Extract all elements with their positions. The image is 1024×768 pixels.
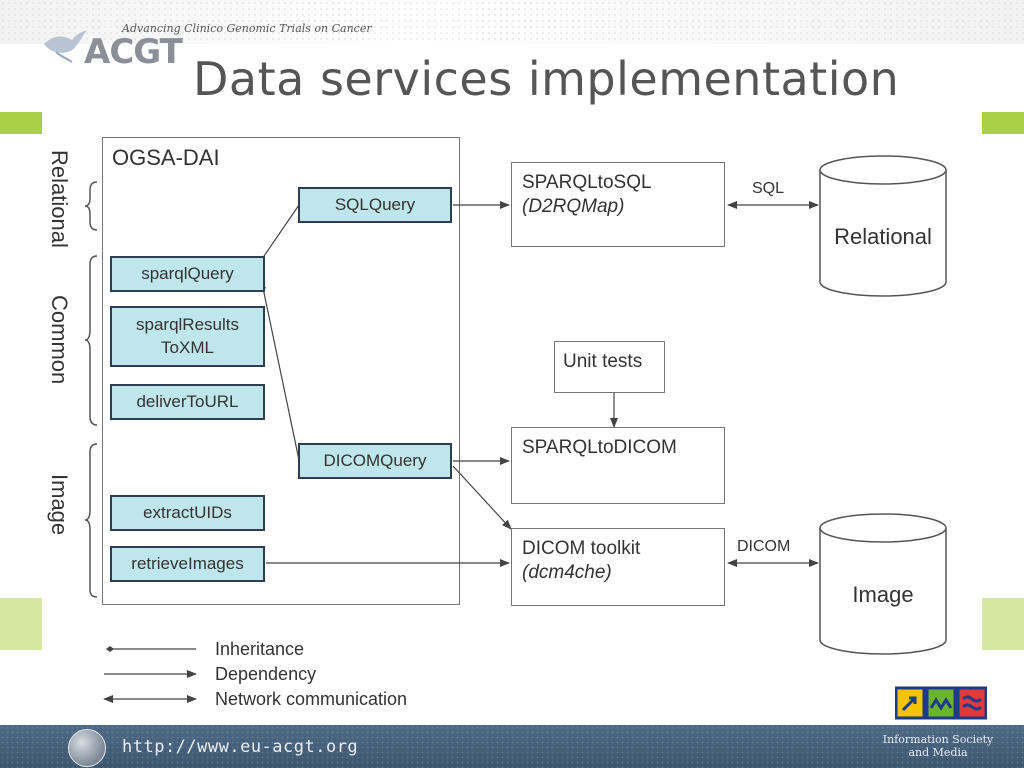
edge-dicomquery-toolkit (452, 465, 512, 530)
accent-bar-right-top (982, 112, 1024, 134)
component-dicom-toolkit-title: DICOM toolkit (522, 538, 641, 559)
legend-dependency-label: Dependency (215, 664, 317, 684)
logo-wordmark: ACGT (84, 32, 183, 72)
edge-sqlquery-sparqlquery (259, 204, 300, 263)
component-sparqltosql-title: SPARQLtoSQL (522, 172, 652, 193)
component-sparqltodicom: SPARQLtoDICOM (511, 427, 725, 504)
component-dicom-toolkit: DICOM toolkit (dcm4che) (511, 528, 725, 606)
information-society-logo-icon (895, 686, 987, 720)
brace-common (84, 255, 98, 426)
edge-dicomquery-sparqlquery (260, 284, 300, 461)
footer-bar (0, 725, 1024, 768)
activity-sqlquery: SQLQuery (298, 187, 452, 223)
legend-network-label: Network communication (215, 689, 408, 709)
activity-sparqlresultstoxml-line1: sparqlResults (136, 315, 239, 335)
accent-bar-right-bottom (982, 598, 1024, 650)
component-sparqltosql: SPARQLtoSQL (D2RQMap) (511, 162, 725, 247)
edge-label-sql: SQL (752, 180, 785, 197)
component-sparqltosql-subtitle: (D2RQMap) (522, 195, 625, 217)
relational-database-cylinder (819, 155, 947, 297)
activity-dicomquery: DICOMQuery (298, 443, 452, 479)
ogsa-dai-label: OGSA-DAI (112, 145, 220, 170)
dove-logo-icon (44, 30, 87, 63)
legend-inheritance-label: Inheritance (215, 639, 305, 659)
activity-sparqlresultstoxml-line2: ToXML (161, 337, 214, 357)
image-database-cylinder (819, 513, 947, 655)
component-unit-tests: Unit tests (554, 341, 665, 393)
store-image-label: Image (852, 582, 914, 607)
header-band (0, 0, 1024, 44)
footer-url[interactable]: http://www.eu-acgt.org (122, 737, 359, 757)
accent-bar-left-bottom (0, 598, 42, 650)
component-dicom-toolkit-subtitle: (dcm4che) (522, 561, 612, 583)
brace-relational (84, 181, 98, 231)
store-relational-label: Relational (834, 224, 932, 249)
activity-delivertourl: deliverToURL (110, 384, 265, 420)
logo-tagline: Advancing Clinico Genomic Trials on Canc… (122, 22, 372, 35)
activity-sparqlresultstoxml: sparqlResults ToXML (110, 306, 265, 367)
activity-retrieveimages: retrieveImages (110, 546, 265, 582)
accent-bar-left-top (0, 112, 42, 134)
globe-icon (68, 729, 106, 767)
slide-title: Data services implementation (193, 52, 900, 106)
brace-image (84, 443, 98, 598)
ism-footer-text: Information Society and Media (878, 733, 998, 759)
ism-line2: and Media (908, 746, 968, 760)
edge-label-dicom: DICOM (737, 538, 791, 555)
ism-line1: Information Society (882, 733, 994, 746)
activity-sparqlquery: sparqlQuery (110, 256, 265, 292)
activity-extractuids: extractUIDs (110, 495, 265, 531)
